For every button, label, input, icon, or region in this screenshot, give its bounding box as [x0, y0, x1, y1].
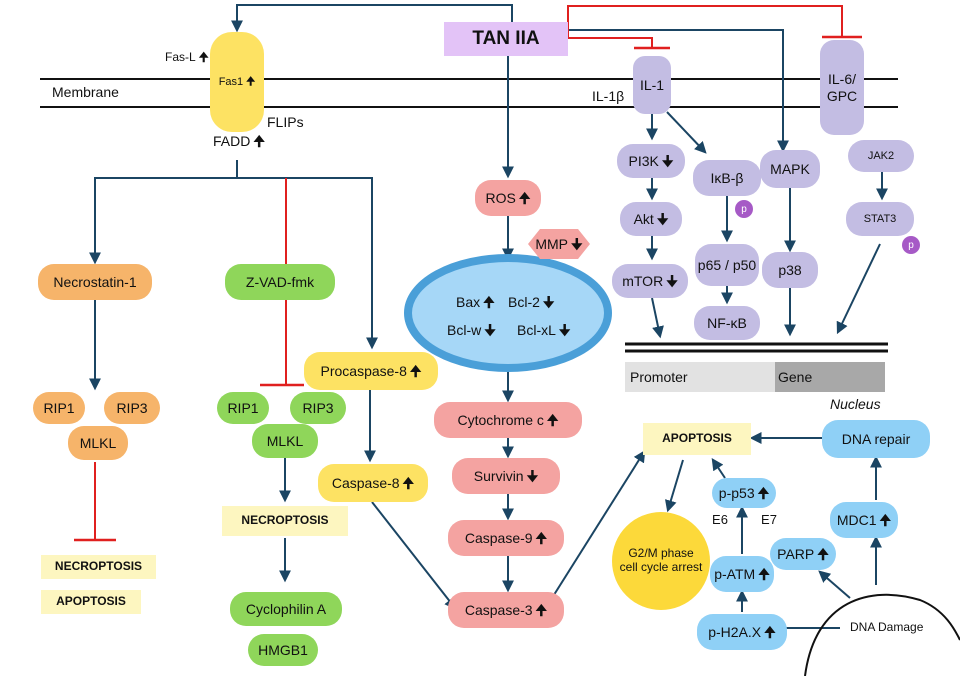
arrow-damage-to-parp — [818, 570, 851, 599]
arrow-stat3-to-nucleus — [836, 243, 881, 335]
pp53-node: p-p53🠉 — [712, 478, 776, 508]
arrow-fas-to-necrostatin — [89, 160, 238, 265]
pi3k-node: PI3K🠋 — [617, 144, 685, 178]
gene-label: Gene — [778, 369, 813, 385]
patm-node: p-ATM🠉 — [710, 556, 774, 592]
akt-node: Akt🠋 — [620, 202, 682, 236]
e7-label: E7 — [761, 511, 777, 527]
arrow-pp53-to-apoptosis — [711, 458, 726, 479]
stat3-node: STAT3 — [846, 202, 914, 236]
bax-label: Bax🠉 — [456, 294, 495, 310]
arrow-tan-to-mapk — [568, 29, 789, 153]
rip3-node-left: RIP3 — [104, 392, 160, 424]
gene-box — [775, 362, 885, 392]
caspase9-node: Caspase-9🠉 — [448, 520, 564, 556]
hmgb1-node: HMGB1 — [248, 634, 318, 666]
rip1-node-left: RIP1 — [33, 392, 85, 424]
rip1-node-mid: RIP1 — [217, 392, 269, 424]
il1-node: IL-1 — [633, 56, 671, 114]
il6-node: IL-6/ GPC — [820, 40, 864, 135]
membrane-label: Membrane — [52, 84, 119, 100]
arrow-apoptosis-to-g2m — [665, 459, 684, 513]
g2m-arrest-node: G2/M phase cell cycle arrest — [612, 512, 710, 610]
caspase3-node: Caspase-3🠉 — [448, 592, 564, 628]
e6-label: E6 — [712, 511, 728, 527]
jak2-node: JAK2 — [848, 140, 914, 172]
mmp-shape — [528, 229, 590, 259]
nfkb-node: NF-κB — [694, 306, 760, 340]
cytochrome-c-node: Cytochrome c🠉 — [434, 402, 582, 438]
promoter-box — [625, 362, 775, 392]
mtor-node: mTOR🠋 — [612, 264, 688, 298]
il1b-label: IL-1β — [592, 88, 625, 104]
arrow-tan-to-fas1 — [231, 4, 513, 33]
rip3-node-mid: RIP3 — [290, 392, 346, 424]
caspase8-node: Caspase-8🠉 — [318, 464, 428, 502]
nucleus-label: Nucleus — [830, 396, 881, 412]
parp-node: PARP🠉 — [770, 538, 836, 570]
stat3-phospho-badge: p — [902, 236, 920, 254]
p65-node: p65 / p50 — [695, 244, 759, 286]
fadd-label: FADD🠉 — [213, 133, 265, 149]
apoptosis-right-box: APOPTOSIS — [643, 423, 751, 455]
dna-damage-curve — [804, 593, 960, 676]
ikb-phospho-badge: p — [735, 200, 753, 218]
bcl2-label: Bcl-2🠋 — [508, 294, 555, 310]
necroptosis-left-box: NECROPTOSIS — [41, 555, 156, 579]
flips-label: FLIPs — [267, 114, 304, 130]
mapk-node: MAPK — [760, 150, 820, 188]
mmp-node: MMP🠋 — [535, 235, 583, 252]
ros-node: ROS🠉 — [475, 180, 541, 216]
inhibit-tan-to-il1 — [568, 37, 653, 48]
inhibit-tan-to-il6 — [567, 5, 843, 38]
dna-repair-node: DNA repair — [822, 420, 930, 458]
arrow-casp8-to-casp3 — [371, 501, 457, 610]
mitochondrion — [404, 254, 612, 372]
necroptosis-mid-box: NECROPTOSIS — [222, 506, 348, 536]
ph2ax-node: p-H2A.X🠉 — [697, 614, 787, 650]
promoter-label: Promoter — [630, 369, 688, 385]
arrow-casp3-to-apoptosis — [551, 449, 646, 599]
cyclophilin-node: Cyclophilin A — [230, 592, 342, 626]
bclxl-label: Bcl-xL🠋 — [517, 322, 571, 338]
fasl-label: Fas-L🠉 — [165, 50, 209, 64]
fas1-node: Fas1🠉 — [210, 32, 264, 132]
bclw-label: Bcl-w🠋 — [447, 322, 496, 338]
arrow-mtor-to-nucleus — [651, 297, 664, 339]
ikb-node: IκB-β — [693, 160, 761, 196]
dna-damage-label: DNA Damage — [850, 620, 924, 634]
arrow-fas-to-procaspase8 — [237, 177, 378, 350]
mdc1-node: MDC1🠉 — [830, 502, 898, 538]
apoptosis-left-box: APOPTOSIS — [41, 590, 141, 614]
tan-iia-node: TAN IIA — [444, 22, 568, 56]
zvad-node: Z-VAD-fmk — [225, 264, 335, 300]
p38-node: p38 — [762, 252, 818, 288]
mlkl-node-mid: MLKL — [252, 424, 318, 458]
survivin-node: Survivin🠋 — [452, 458, 560, 494]
necrostatin-node: Necrostatin-1 — [38, 264, 152, 300]
procaspase8-node: Procaspase-8🠉 — [304, 352, 438, 390]
mlkl-node-left: MLKL — [68, 426, 128, 460]
arrow-il1-to-ikb — [666, 111, 707, 154]
